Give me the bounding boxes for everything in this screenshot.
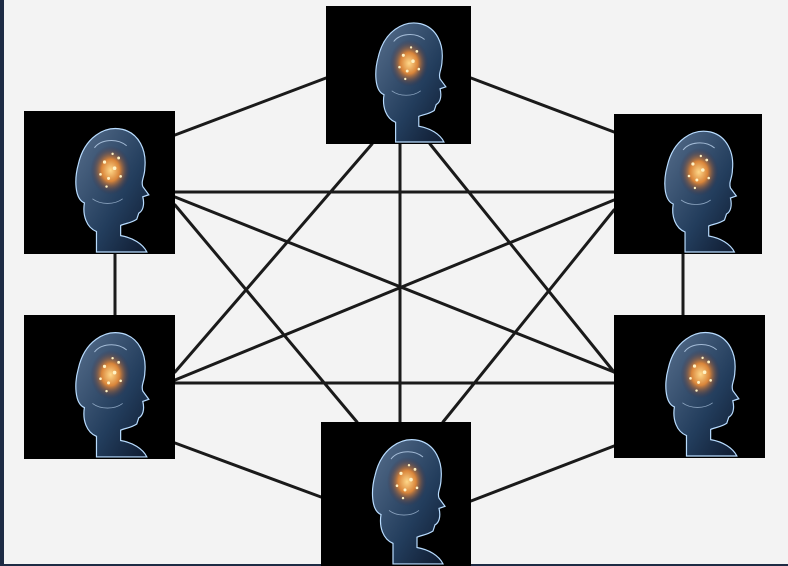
edge-top-ul [175, 78, 326, 135]
glowing-brain-head-icon [24, 111, 175, 254]
glowing-brain-head-icon [321, 422, 471, 566]
glowing-brain-head-icon [614, 114, 762, 254]
glowing-brain-head-icon [326, 6, 471, 144]
network-node-lower-left [24, 315, 175, 459]
network-node-bottom [321, 422, 471, 566]
glowing-brain-head-icon [24, 315, 175, 459]
edge-ur-bot [443, 210, 614, 422]
edge-ll-bot [175, 443, 321, 497]
edge-top-lr [430, 144, 614, 372]
network-node-top [326, 6, 471, 144]
edge-lr-bot [471, 446, 614, 501]
edge-top-ll [175, 144, 372, 372]
network-node-lower-right [614, 315, 765, 458]
network-node-upper-right [614, 114, 762, 254]
network-node-upper-left [24, 111, 175, 254]
glowing-brain-head-icon [614, 315, 765, 458]
edge-ul-bot [175, 205, 357, 422]
edge-top-ur [471, 78, 614, 132]
